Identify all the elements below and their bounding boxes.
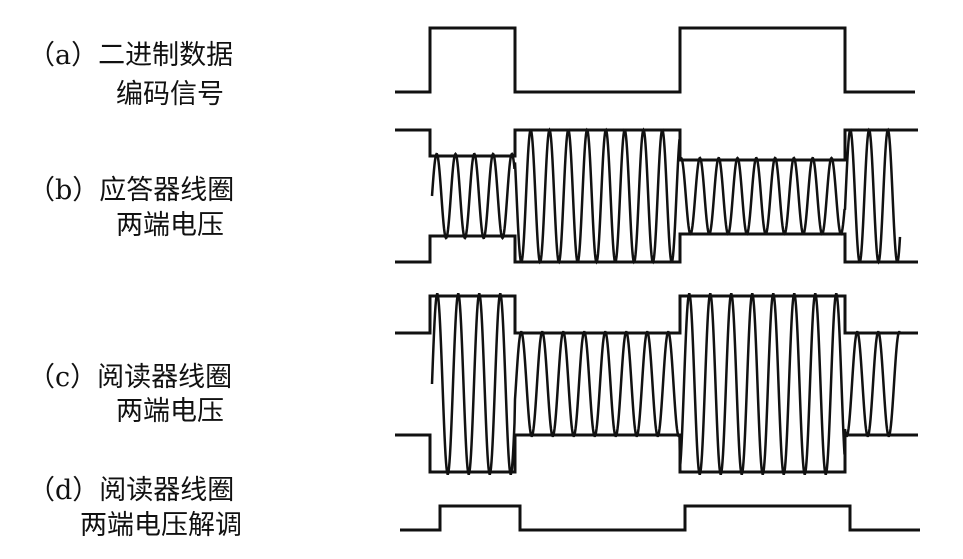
waveform-a-binary-signal — [395, 26, 915, 94]
label-c-line2: 两端电压 — [116, 396, 224, 427]
demodulated-square-wave — [400, 504, 920, 532]
label-a-line1: （a）二进制数据 — [28, 40, 234, 71]
binary-square-wave — [395, 26, 915, 94]
label-a-line2: 编码信号 — [116, 79, 224, 110]
transponder-upper-envelope — [395, 128, 918, 162]
waveform-b-transponder-voltage — [395, 127, 918, 265]
reader-upper-envelope — [395, 294, 918, 335]
reader-carrier-sine — [430, 293, 902, 475]
label-c-line1: （c）阅读器线圈 — [28, 362, 233, 393]
label-b-line1: （b）应答器线圈 — [28, 175, 235, 206]
label-b-line2: 两端电压 — [116, 210, 224, 241]
waveform-c-reader-voltage — [395, 293, 918, 475]
waveform-d-demodulated-signal — [400, 504, 920, 532]
label-d-line2: 两端电压解调 — [80, 510, 242, 541]
label-d-line1: （d）阅读器线圈 — [28, 475, 235, 506]
reader-lower-envelope — [395, 433, 918, 474]
transponder-carrier-sine — [430, 127, 902, 265]
